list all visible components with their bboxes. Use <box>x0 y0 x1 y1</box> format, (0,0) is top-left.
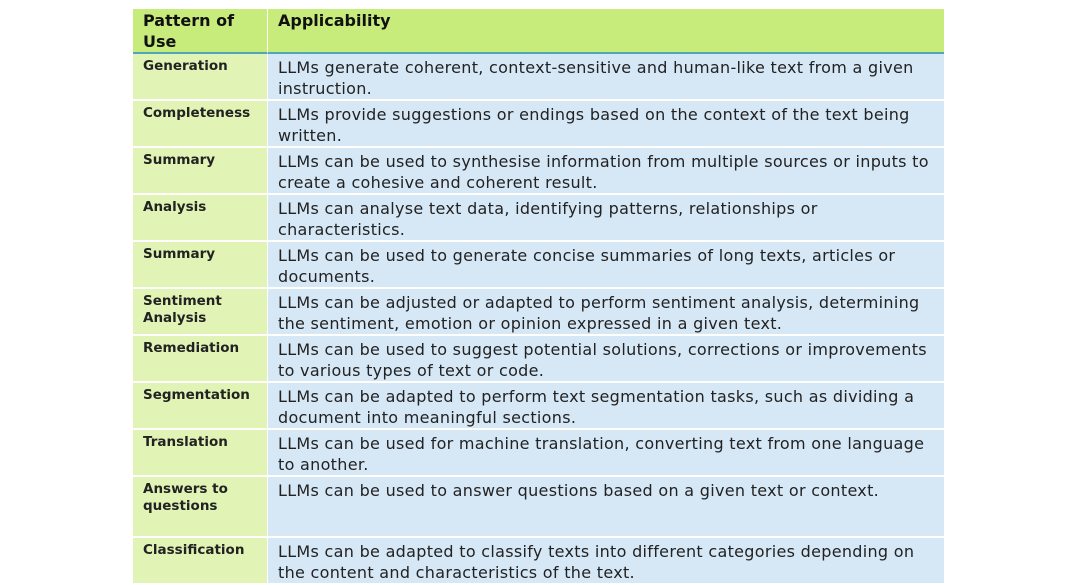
pattern-cell: Summary <box>133 148 267 195</box>
applicability-cell: LLMs can be adjusted or adapted to perfo… <box>267 289 944 336</box>
applicability-cell: LLMs can be adapted to perform text segm… <box>267 383 944 430</box>
table-row: Analysis LLMs can analyse text data, ide… <box>133 195 944 242</box>
pattern-cell: Completeness <box>133 101 267 148</box>
applicability-cell: LLMs can analyse text data, identifying … <box>267 195 944 242</box>
pattern-cell: Classification <box>133 538 267 585</box>
header-pattern-of-use: Pattern of Use <box>133 9 267 54</box>
pattern-of-use-table: Pattern of Use Applicability Generation … <box>133 9 944 585</box>
applicability-cell: LLMs can be used to suggest potential so… <box>267 336 944 383</box>
table-row: Summary LLMs can be used to synthesise i… <box>133 148 944 195</box>
applicability-cell: LLMs can be used to generate concise sum… <box>267 242 944 289</box>
table-row: Sentiment Analysis LLMs can be adjusted … <box>133 289 944 336</box>
pattern-cell: Remediation <box>133 336 267 383</box>
header-applicability: Applicability <box>267 9 944 54</box>
table-row: Summary LLMs can be used to generate con… <box>133 242 944 289</box>
applicability-cell: LLMs can be used to synthesise informati… <box>267 148 944 195</box>
pattern-cell: Analysis <box>133 195 267 242</box>
applicability-cell: LLMs can be used to answer questions bas… <box>267 477 944 538</box>
pattern-cell: Summary <box>133 242 267 289</box>
table-row: Completeness LLMs provide suggestions or… <box>133 101 944 148</box>
pattern-cell: Segmentation <box>133 383 267 430</box>
pattern-cell: Sentiment Analysis <box>133 289 267 336</box>
applicability-cell: LLMs can be used for machine translation… <box>267 430 944 477</box>
pattern-cell: Generation <box>133 54 267 101</box>
table-row: Remediation LLMs can be used to suggest … <box>133 336 944 383</box>
pattern-table-container: Pattern of Use Applicability Generation … <box>133 9 944 585</box>
table-row: Answers to questions LLMs can be used to… <box>133 477 944 538</box>
table-row: Generation LLMs generate coherent, conte… <box>133 54 944 101</box>
pattern-cell: Answers to questions <box>133 477 267 538</box>
applicability-cell: LLMs generate coherent, context-sensitiv… <box>267 54 944 101</box>
table-header-row: Pattern of Use Applicability <box>133 9 944 54</box>
table-row: Translation LLMs can be used for machine… <box>133 430 944 477</box>
table-row: Classification LLMs can be adapted to cl… <box>133 538 944 585</box>
applicability-cell: LLMs can be adapted to classify texts in… <box>267 538 944 585</box>
table-row: Segmentation LLMs can be adapted to perf… <box>133 383 944 430</box>
pattern-cell: Translation <box>133 430 267 477</box>
applicability-cell: LLMs provide suggestions or endings base… <box>267 101 944 148</box>
